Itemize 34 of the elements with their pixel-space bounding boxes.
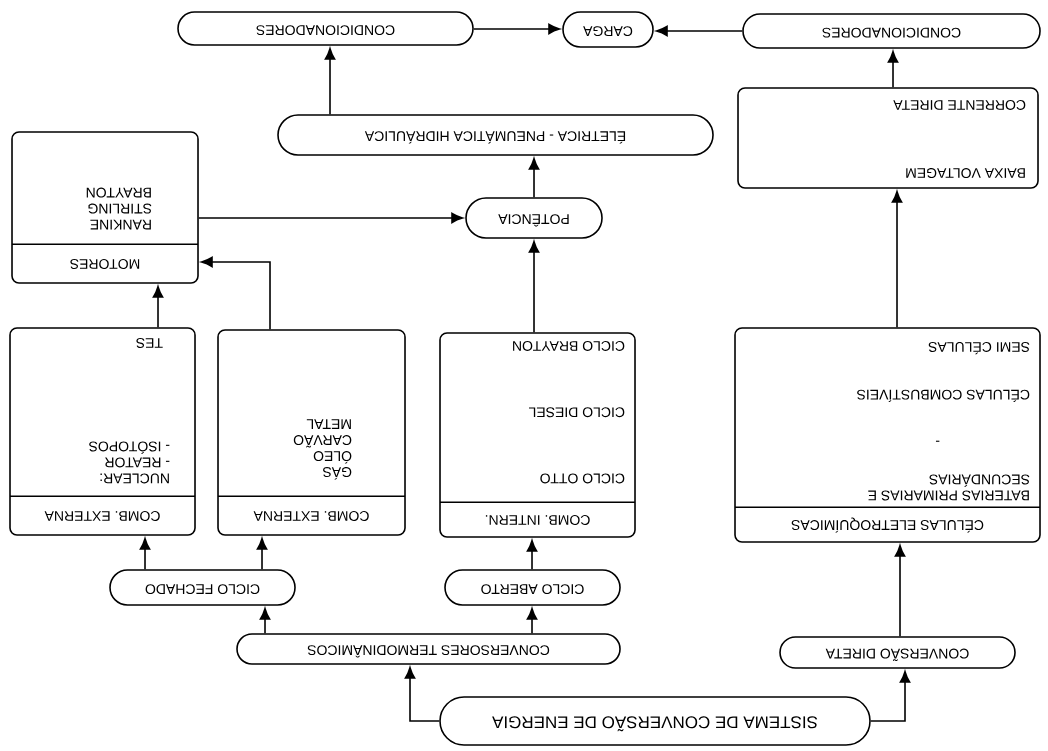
rounded-box: ÉLETRICA - PNEUMÁTICA HIDRÁULICA (277, 114, 714, 156)
arrow (526, 607, 538, 634)
process-box: COMB. EXTERNA NUCLEAR: - REATOR - ISÓTOPOS TES (9, 327, 196, 536)
arrow (259, 607, 271, 634)
process-box: BAIXA VOLTAGEM CORRENTE DIRETA (737, 87, 1039, 189)
rounded-box: CICLO ABERTO (444, 569, 621, 606)
arrow (198, 212, 464, 224)
arrow (152, 285, 164, 328)
arrow (473, 23, 561, 35)
arrow (528, 157, 540, 198)
arrow (870, 670, 911, 722)
arrow (256, 537, 268, 570)
arrow (404, 666, 440, 722)
rounded-box: CICLO FECHADO (109, 569, 296, 606)
process-box: COMB. INTERN. CICLO OTTO CICLO DIESEL CICLO BRAYTON (439, 332, 636, 538)
arrow (324, 47, 336, 115)
rounded-box: POTÊNCIA (465, 197, 603, 239)
process-box: MOTORES RANKINE STIRLING BRAYTON (11, 131, 199, 284)
arrow (528, 240, 540, 333)
arrow (887, 50, 899, 88)
arrow (200, 256, 271, 330)
rounded-box: CONDICIONADORES (177, 11, 474, 46)
rounded-box: CONDICIONADORES (742, 13, 1041, 49)
process-box: CÉLULAS ELETROQUÍMICAS BATERIAS PRIMARIAS E SECUNDÁRIAS - CÉLULAS COMBUSTÍVEIS SEMI CÉLULAS (734, 327, 1041, 543)
arrow (891, 190, 903, 328)
arrow (894, 544, 906, 637)
arrow (526, 539, 538, 570)
rounded-box: CONVERSORES TERMODINÂMICOS (236, 633, 621, 665)
arrow (655, 25, 743, 37)
arrow (139, 537, 151, 570)
rounded-box: SISTEMA DE CONVERSÃO DE ENERGIA (439, 696, 871, 746)
rounded-box: CONVERSÃO DIRETA (779, 636, 1016, 669)
process-box: COMB. EXTERNA GÁS ÓLEO CARVÃO METAL (217, 329, 406, 536)
rounded-box: CARGA (562, 11, 654, 48)
